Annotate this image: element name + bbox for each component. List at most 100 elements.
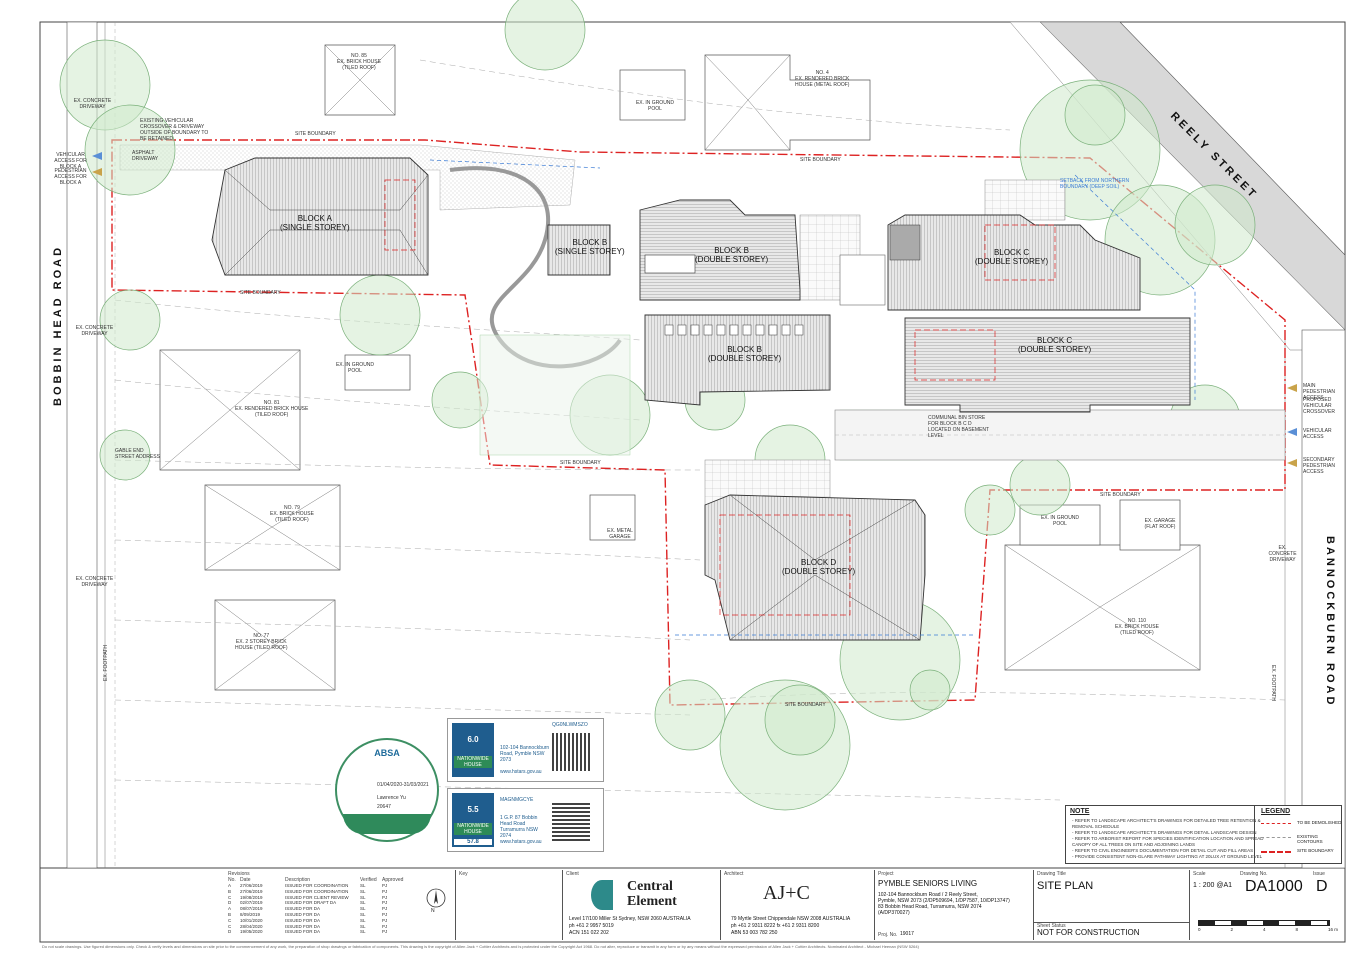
revision-cell: SL — [360, 883, 366, 888]
asphalt-driveway-label: ASPHALT DRIVEWAY — [132, 150, 159, 162]
note-lines: - REFER TO LANDSCAPE ARCHITECT'S DRAWING… — [1072, 818, 1263, 860]
house-no79-number: NO. 79 — [284, 505, 300, 511]
house-no77-desc: EX. 2 STOREY BRICK — [235, 639, 287, 645]
revision-cell: PJ — [382, 923, 388, 929]
block-c-lower-name: BLOCK C — [1037, 336, 1073, 345]
rev-col-desc: Description — [285, 877, 311, 883]
revision-cell: ISSUED FOR CLIENT REVIEW — [285, 894, 349, 900]
note-line: - REFER TO CIVIL ENGINEER'S DOCUMENTATIO… — [1072, 848, 1254, 853]
road-label-bannockburn: BANNOCKBURN ROAD — [1324, 536, 1336, 708]
scale-tick: 4 — [1262, 927, 1266, 932]
revision-cell: ISSUED FOR COORDINATION — [285, 888, 349, 894]
issue-value: D — [1316, 878, 1328, 895]
nathers-certificate-2: 5.5 NATIONWIDE HOUSE 57.8 MAGNMGCYE 1 G.… — [447, 788, 604, 852]
client-acn: ACN 151 022 202 — [569, 930, 609, 936]
note-line: - REFER TO ARBORIST REPORT FOR SPECIES I… — [1072, 836, 1264, 841]
revision-cell: 19/08/2019 — [240, 894, 263, 900]
key-cell: Key N — [431, 870, 561, 940]
site-boundary-label: SITE BOUNDARY — [1100, 492, 1141, 498]
client-name-2: Element — [627, 894, 677, 909]
sheet-status-label: Sheet Status — [1037, 923, 1066, 929]
note-line: - REFER TO LANDSCAPE ARCHITECT'S DRAWING… — [1072, 830, 1257, 835]
block-a-type: (SINGLE STOREY) — [280, 223, 350, 232]
legend-item: EXISTING CONTOURS — [1297, 834, 1323, 844]
revision-cell: ISSUED FOR DA — [285, 929, 321, 935]
house-no85-desc: EX. BRICK HOUSE — [337, 59, 381, 65]
revision-cell: SL — [360, 923, 366, 929]
client-phone: ph +61 2 9957 5019 — [569, 923, 614, 929]
site-boundary-label: SITE BOUNDARY — [560, 460, 601, 466]
nathers-label-1: NATIONWIDE HOUSE — [454, 756, 492, 768]
revision-cell: PJ — [382, 888, 388, 894]
pool-label: EX. IN GROUND POOL — [1040, 515, 1080, 527]
drawing-title: SITE PLAN — [1037, 880, 1094, 892]
house-no110-desc: EX. BRICK HOUSE — [1115, 624, 1159, 630]
setback-label: SETBACK FROM NORTHERN BOUNDARY (DEEP SOI… — [1060, 178, 1130, 190]
block-d-label: BLOCK D (DOUBLE STOREY) — [782, 558, 855, 576]
revision-cell: A — [228, 883, 232, 888]
revision-cell: ISSUED FOR DA — [285, 923, 321, 929]
vehicular-access-label: VEHICULAR ACCESS — [1303, 428, 1332, 440]
revision-cell: 02/07/2019 — [240, 900, 263, 906]
client-address: Level 17/100 Miller St Sydney, NSW 2060 … — [569, 916, 691, 922]
revision-cell: PJ — [382, 911, 388, 917]
house-no4-roof: HOUSE (METAL ROOF) — [795, 82, 850, 88]
revision-cell: PJ — [382, 900, 388, 906]
absa-number: 20647 — [377, 804, 391, 810]
proj-no-label: Proj. No. — [878, 932, 898, 938]
north-label: N — [431, 908, 435, 914]
house-no85-number: NO. 85 — [351, 53, 367, 59]
revision-cell: ISSUED FOR DA — [285, 917, 321, 923]
driveway-label: EX. CONCRETE DRIVEWAY — [1268, 545, 1297, 563]
house-no4-number: NO. 4 — [815, 70, 829, 76]
site-boundary-label: SITE BOUNDARY — [295, 131, 336, 137]
revision-cell: PJ — [382, 929, 388, 935]
drawing-title-label: Drawing Title — [1037, 871, 1066, 877]
nathers-certificate-1: 6.0 NATIONWIDE HOUSE QG0NLWMSZO 102-104 … — [447, 718, 604, 782]
nathers-addr-2: 1 G.P. 87 Bobbin Head Road Turramurra NS… — [500, 815, 538, 839]
block-c-lower-label: BLOCK C (DOUBLE STOREY) — [1018, 336, 1091, 354]
garage-label: EX. GARAGE (FLAT ROOF) — [1144, 518, 1176, 530]
sheet-status: NOT FOR CONSTRUCTION — [1037, 928, 1140, 937]
block-d-type: (DOUBLE STOREY) — [782, 567, 856, 576]
revision-cell: SL — [360, 900, 366, 906]
note-line: CANOPY OF ALL TREES ON SITE AND ADJOININ… — [1072, 842, 1195, 847]
absa-title: ABSA — [374, 748, 400, 758]
pool-label: EX. IN GROUND POOL — [635, 100, 675, 112]
absa-assessor: Lawrence Yu — [377, 795, 406, 801]
block-b-lower-name: BLOCK B — [727, 345, 762, 354]
revision-cell: ISSUED FOR DA — [285, 906, 321, 912]
nathers-badge-2: 5.5 NATIONWIDE HOUSE 57.8 — [452, 793, 494, 847]
driveway-label: EX. CONCRETE DRIVEWAY — [75, 576, 114, 588]
project-address-2: Pymble, NSW 2073 (2/DP509694, 1/DP7587, … — [878, 898, 1010, 904]
legend-demolished-swatch — [1261, 823, 1291, 824]
revision-cell: C — [228, 894, 232, 900]
revision-cell: 10/01/2020 — [240, 917, 263, 923]
project-cell: Project PYMBLE SENIORS LIVING 102-104 Ba… — [874, 870, 1033, 940]
house-no79-label: NO. 79 EX. BRICK HOUSE (TILED ROOF) — [270, 505, 314, 523]
pedestrian-access-a-label: PEDESTRIAN ACCESS FOR BLOCK A — [54, 168, 87, 186]
north-arrow-icon — [426, 888, 446, 908]
note-line: - REFER TO LANDSCAPE ARCHITECT'S DRAWING… — [1072, 818, 1261, 823]
architect-label: Architect — [724, 871, 744, 877]
driveway-label: EX. CONCRETE DRIVEWAY — [75, 325, 114, 337]
architect-abn: ABN 53 003 782 250 — [731, 930, 778, 936]
revision-cell: PJ — [382, 906, 388, 912]
block-b-single-name: BLOCK B — [572, 238, 608, 247]
nathers-url-2: www.hstars.gov.au — [500, 839, 542, 845]
legend-boundary-swatch — [1261, 851, 1291, 853]
revision-cell: SL — [360, 888, 366, 894]
nathers-rating-2: 5.5 — [467, 805, 479, 814]
scale-tick: 16 m — [1327, 927, 1338, 932]
nathers-id-1: QG0NLWMSZO — [552, 722, 588, 728]
qr-code-icon — [552, 803, 590, 841]
issue-label: Issue — [1313, 871, 1325, 877]
legend: LEGEND TO BE DEMOLISHED EXISTING CONTOUR… — [1254, 806, 1342, 863]
nathers-addr-1: 102-104 Bannockburn Road, Pymble NSW 207… — [500, 745, 550, 763]
driveway-label: EX. CONCRETE DRIVEWAY — [73, 98, 112, 110]
